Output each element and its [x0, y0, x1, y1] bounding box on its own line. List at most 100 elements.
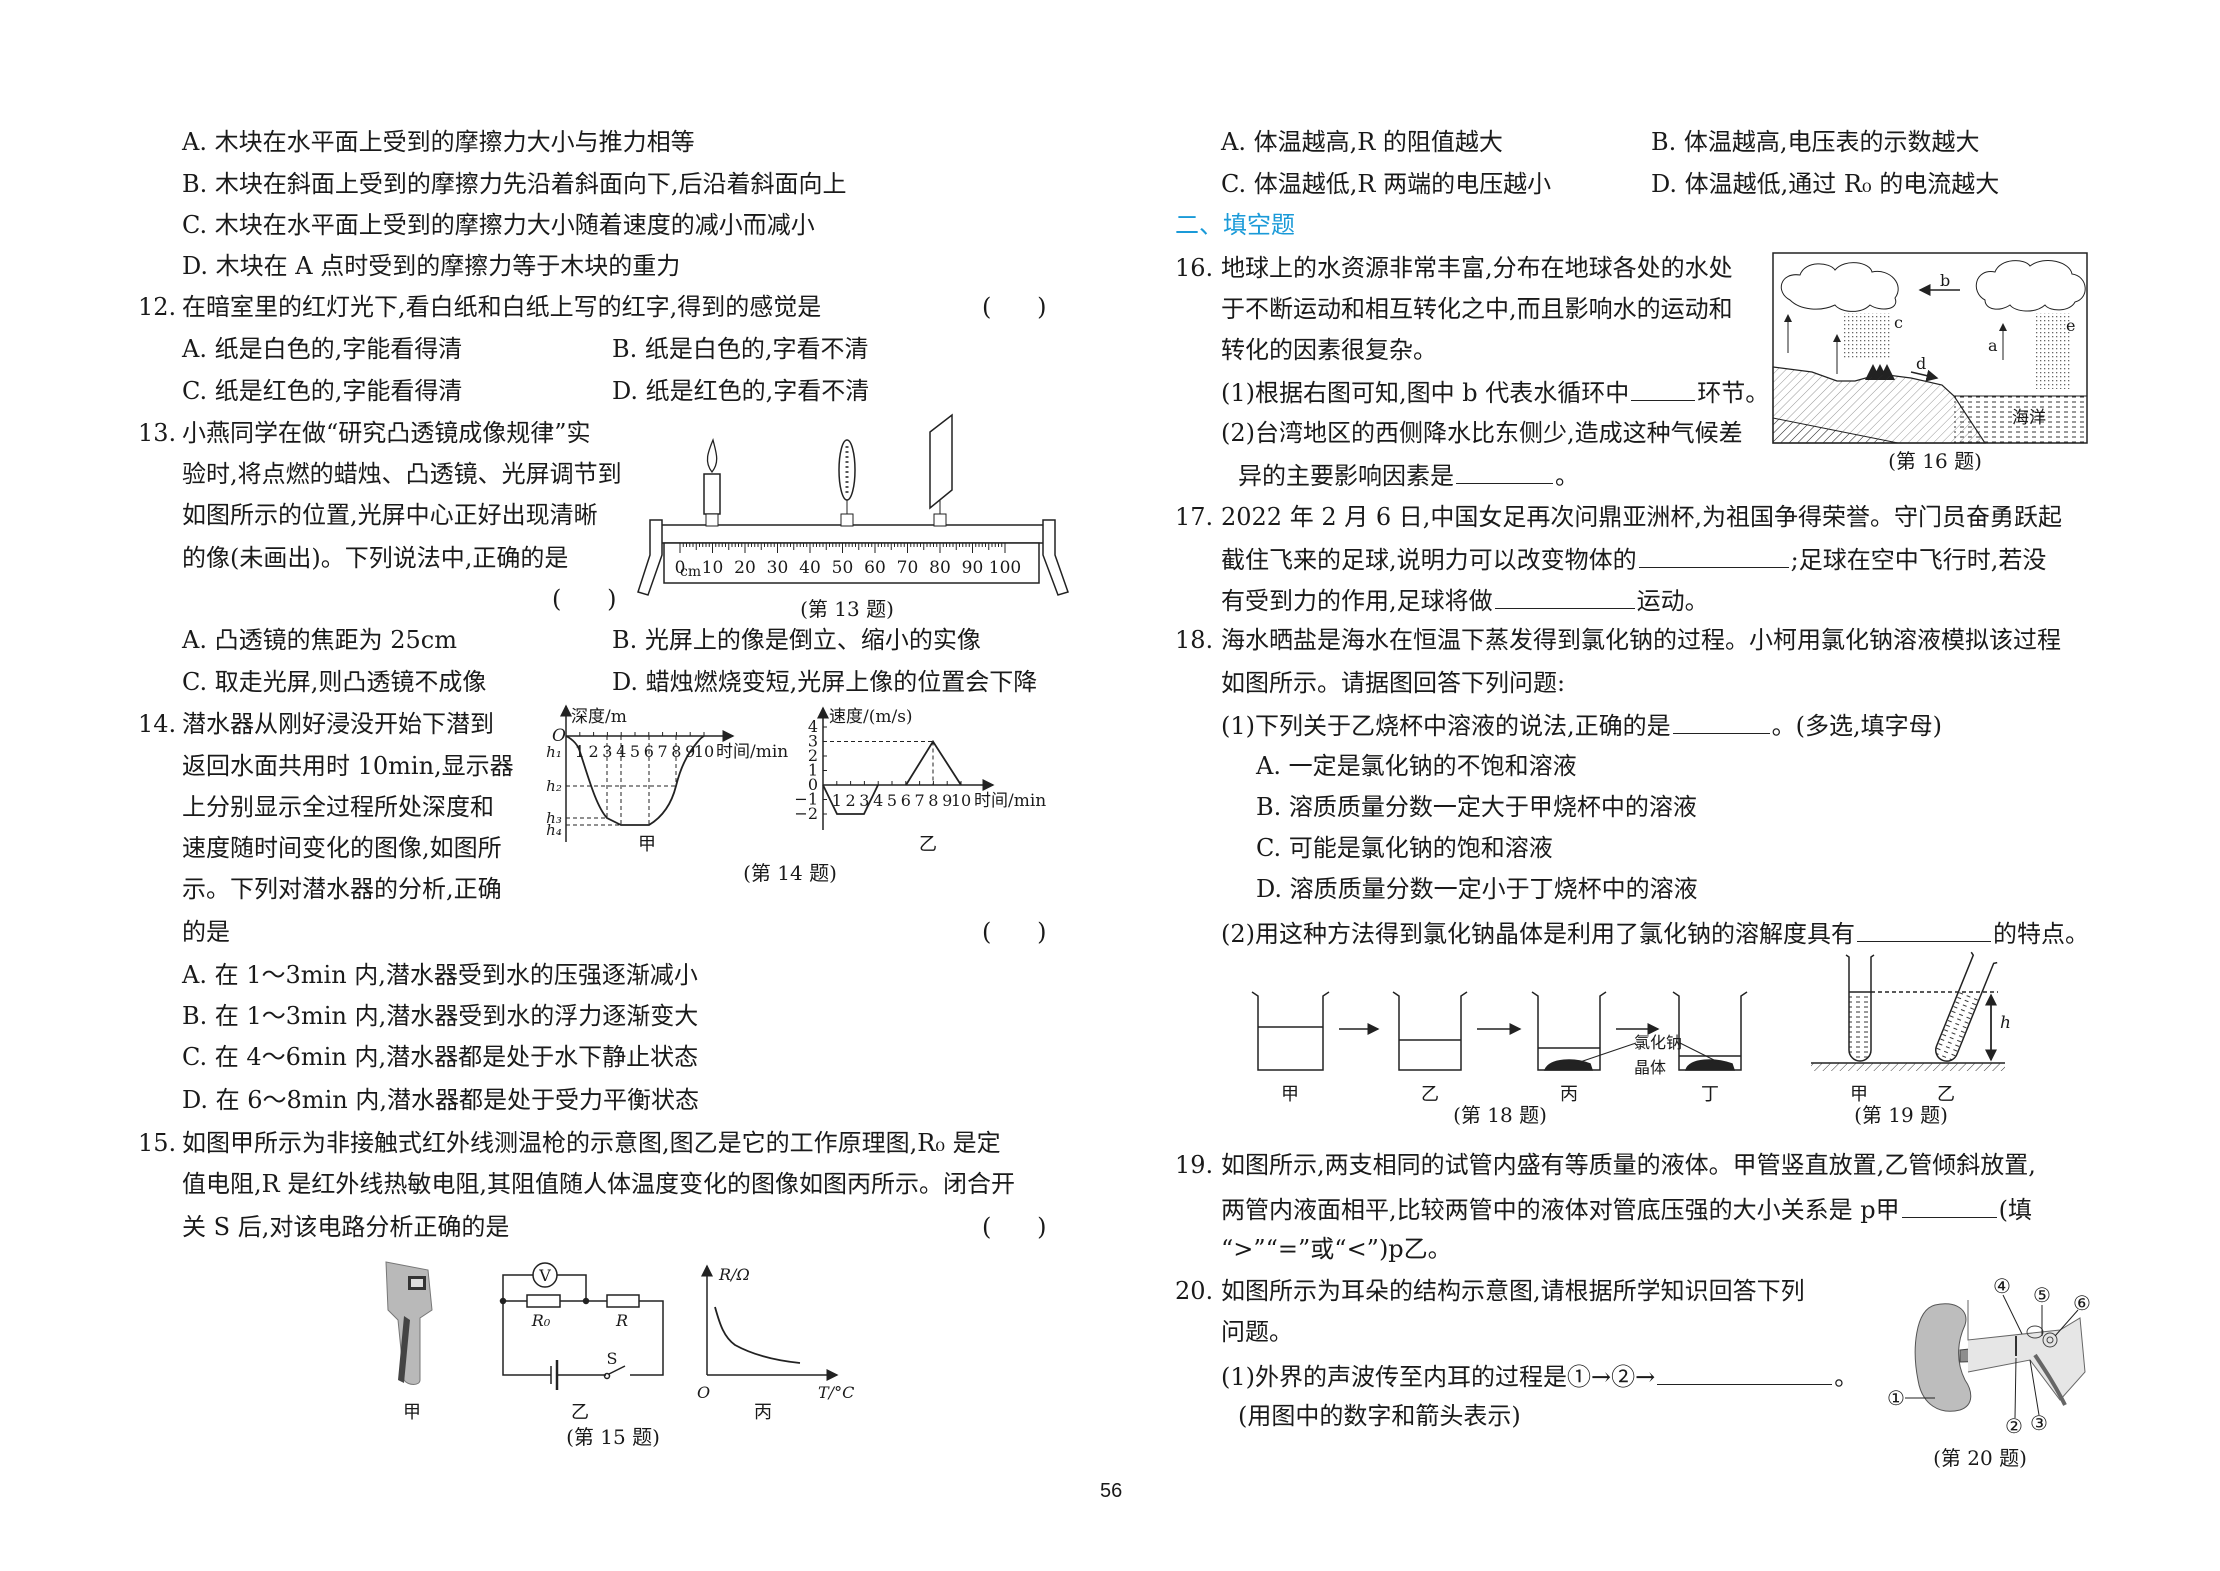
- figure-caption-19: (第 19 题): [1854, 1103, 1948, 1127]
- line-text: D. 木块在 A 点时受到的摩擦力等于木块的重力: [182, 252, 681, 280]
- text-line: (1)下列关于乙烧杯中溶液的说法,正确的是。(多选,填字母): [1221, 709, 1942, 740]
- line-text: C. 木块在水平面上受到的摩擦力大小随着速度的减小而减小: [182, 211, 815, 239]
- ruler-tick-label: 20: [734, 558, 756, 578]
- text-line: A. 在 1～3min 内,潜水器受到水的压强逐渐减小: [182, 960, 698, 990]
- text-line: 2022 年 2 月 6 日,中国女足再次问鼎亚洲杯,为祖国争得荣誉。守门员奋勇…: [1221, 502, 2062, 532]
- option-text: C. 体温越低,R 两端的电压越小: [1221, 170, 1552, 198]
- y-tick-label: 4: [808, 717, 818, 736]
- depth-level-label: h₄: [546, 821, 562, 839]
- text-line: 海水晒盐是海水在恒温下蒸发得到氯化钠的过程。小柯用氯化钠溶液模拟该过程: [1221, 625, 2061, 655]
- answer-blank[interactable]: [1631, 376, 1696, 401]
- line-text: 二、填空题: [1175, 211, 1295, 239]
- option-text: A. 纸是白色的,字能看得清: [182, 335, 463, 363]
- text-line: C. 木块在水平面上受到的摩擦力大小随着速度的减小而减小: [182, 210, 815, 240]
- text-line: C. 在 4～6min 内,潜水器都是处于水下静止状态: [182, 1042, 698, 1072]
- section-heading: 二、填空题: [1175, 210, 1295, 240]
- text-line: 有受到力的作用,足球将做运动。: [1221, 584, 1709, 615]
- text-line: (1)根据右图可知,图中 b 代表水循环中 环节。: [1221, 376, 1770, 407]
- option-text: A. 体温越高,R 的阻值越大: [1221, 128, 1503, 156]
- line-text: 运动。: [1636, 587, 1709, 615]
- x-tick-label: 3: [859, 791, 869, 810]
- ruler-tick-label: 70: [897, 558, 919, 578]
- line-text: 示。下列对潜水器的分析,正确: [182, 875, 502, 903]
- line-text: 问题。: [1221, 1318, 1293, 1346]
- line-text: 。: [1555, 462, 1579, 490]
- text-line: C. 可能是氯化钠的饱和溶液: [1256, 833, 1553, 863]
- line-text: (1)根据右图可知,图中 b 代表水循环中: [1221, 379, 1630, 407]
- line-text: 的是: [182, 918, 230, 946]
- answer-blank[interactable]: [1657, 1360, 1833, 1385]
- answer-blank[interactable]: [1638, 543, 1789, 568]
- voltmeter-label: V: [538, 1266, 551, 1285]
- text-line: 如图甲所示为非接触式红外线测温枪的示意图,图乙是它的工作原理图,R₀ 是定: [182, 1128, 1001, 1158]
- text-line: 在暗室里的红灯光下,看白纸和白纸上写的红字,得到的感觉是: [182, 292, 821, 322]
- text-line: B. 溶质质量分数一定大于甲烧杯中的溶液: [1256, 792, 1697, 822]
- line-text: D. 溶质质量分数一定小于丁烧杯中的溶液: [1256, 875, 1698, 903]
- time-axis-label: 时间/min: [974, 791, 1046, 811]
- x-tick-label: 10: [951, 791, 971, 810]
- answer-bracket[interactable]: ( ): [982, 293, 1047, 321]
- line-text: B. 在 1～3min 内,潜水器受到水的浮力逐渐变大: [182, 1002, 699, 1030]
- origin-label: O: [552, 726, 566, 746]
- option-text: D. 纸是红色的,字看不清: [612, 377, 870, 405]
- water-cycle-figure: b c a e d 海洋: [1772, 252, 2088, 444]
- x-tick-label: 6: [901, 791, 911, 810]
- page-number: 56: [1100, 1480, 1123, 1502]
- figure-caption-14: (第 14 题): [743, 861, 837, 885]
- line-text: 环节。: [1697, 379, 1770, 407]
- rain-e: [2034, 313, 2071, 389]
- tube-label-yi: 乙: [1937, 1084, 1955, 1105]
- height-label: h: [2000, 1013, 2011, 1033]
- line-text: 在暗室里的红灯光下,看白纸和白纸上写的红字,得到的感觉是: [182, 293, 822, 321]
- text-line: 示。下列对潜水器的分析,正确: [182, 874, 502, 904]
- beaker-label: 丁: [1701, 1084, 1719, 1105]
- answer-blank[interactable]: [1672, 709, 1770, 734]
- line-text: B. 溶质质量分数一定大于甲烧杯中的溶液: [1256, 793, 1697, 821]
- option-text: C. 取走光屏,则凸透镜不成像: [182, 668, 487, 696]
- answer-blank[interactable]: [1857, 917, 1991, 942]
- label-e: e: [2066, 316, 2075, 335]
- y-tick-label: −1: [794, 790, 818, 809]
- answer-blank[interactable]: [1456, 459, 1553, 484]
- line-text: 的像(未画出)。下列说法中,正确的是: [182, 544, 569, 572]
- line-text: C. 在 4～6min 内,潜水器都是处于水下静止状态: [182, 1043, 699, 1071]
- answer-blank[interactable]: [1494, 584, 1635, 609]
- line-text: (2)台湾地区的西侧降水比东侧少,造成这种气候差: [1221, 419, 1743, 447]
- ear-part-label: ⑥: [2073, 1291, 2091, 1315]
- y-tick-label: −2: [794, 804, 818, 823]
- figure-caption-20: (第 20 题): [1933, 1446, 2027, 1470]
- text-line: 验时,将点燃的蜡烛、凸透镜、光屏调节到: [182, 459, 622, 489]
- text-line: B. 在 1～3min 内,潜水器受到水的浮力逐渐变大: [182, 1001, 698, 1031]
- option-text: C. 纸是红色的,字能看得清: [182, 377, 463, 405]
- temperature-axis-label: T/°C: [818, 1383, 854, 1402]
- question-number: 17.: [1175, 503, 1214, 531]
- infrared-thermometer-icon: [385, 1261, 433, 1385]
- answer-bracket[interactable]: ( ): [982, 1213, 1047, 1241]
- line-text: 关 S 后,对该电路分析正确的是: [182, 1213, 510, 1241]
- text-line: 如图所示,两支相同的试管内盛有等质量的液体。甲管竖直放置,乙管倾斜放置,: [1221, 1150, 2036, 1180]
- text-line: 地球上的水资源非常丰富,分布在地球各处的水处: [1221, 253, 1733, 283]
- line-text: 两管内液面相平,比较两管中的液体对管底压强的大小关系是 p甲: [1221, 1196, 1900, 1224]
- x-tick-label: 5: [630, 742, 640, 761]
- answer-bracket[interactable]: ( ): [552, 585, 617, 613]
- graph-label-jia: 甲: [638, 834, 656, 855]
- line-text: 如图甲所示为非接触式红外线测温枪的示意图,图乙是它的工作原理图,R₀ 是定: [182, 1129, 1001, 1157]
- answer-bracket[interactable]: ( ): [982, 918, 1047, 946]
- x-tick-label: 6: [644, 742, 654, 761]
- text-line: D. 木块在 A 点时受到的摩擦力等于木块的重力: [182, 251, 680, 281]
- line-text: 异的主要影响因素是: [1238, 462, 1454, 490]
- answer-blank[interactable]: [1901, 1193, 1997, 1218]
- test-tubes-figure: [1811, 951, 2005, 1071]
- depth-level-label: h₂: [546, 777, 562, 795]
- beaker-label: 乙: [1421, 1084, 1439, 1105]
- figure-label-yi: 乙: [571, 1402, 589, 1423]
- x-tick-label: 8: [928, 791, 938, 810]
- ruler-unit: cm: [680, 564, 701, 580]
- line-text: 如图所示为耳朵的结构示意图,请根据所学知识回答下列: [1221, 1277, 1805, 1305]
- x-tick-label: 4: [873, 791, 883, 810]
- rain-c: [1843, 313, 1892, 360]
- line-text: 于不断运动和相互转化之中,而且影响水的运动和: [1221, 295, 1733, 323]
- line-text: A. 在 1～3min 内,潜水器受到水的压强逐渐减小: [182, 961, 698, 989]
